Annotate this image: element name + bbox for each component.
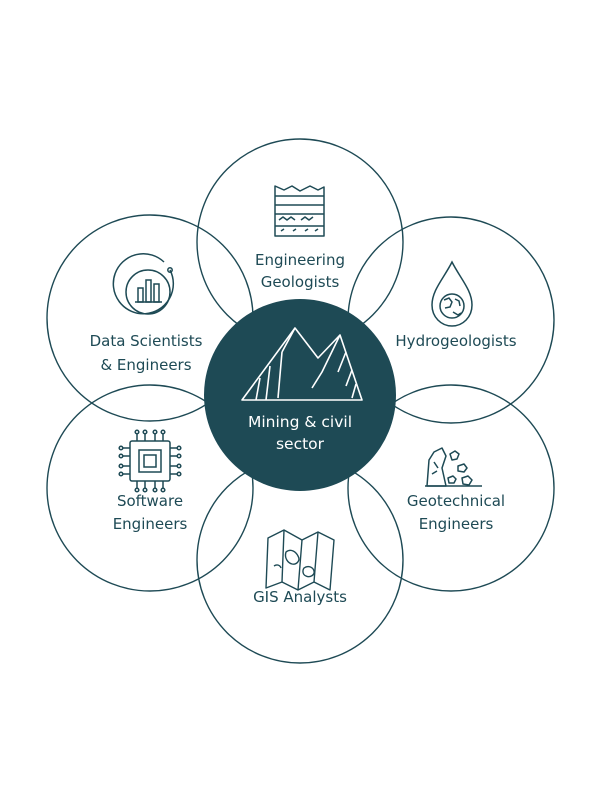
role-label-software-engineers-1: Software: [117, 492, 183, 510]
role-label-data-scientists-engineers-1: Data Scientists: [90, 332, 203, 350]
bar-chart-icon: [112, 253, 175, 315]
role-label-engineering-geologists-2: Geologists: [261, 273, 340, 291]
mountain-icon: [241, 327, 363, 401]
circle-geotechnical-engineers: [347, 384, 555, 592]
center-label-line1: Mining & civil: [248, 413, 352, 431]
rockfall-icon: [425, 447, 482, 487]
role-label-data-scientists-engineers-2: & Engineers: [100, 356, 191, 374]
role-label-engineering-geologists-1: Engineering: [255, 251, 345, 269]
center-circle: [204, 299, 396, 491]
circle-software-engineers: [46, 384, 254, 592]
map-icon: [265, 529, 335, 591]
role-label-geotechnical-engineers-2: Engineers: [419, 515, 494, 533]
role-label-geotechnical-engineers-1: Geotechnical: [407, 492, 505, 510]
water-drop-globe-icon: [431, 260, 473, 327]
role-label-software-engineers-2: Engineers: [113, 515, 188, 533]
microchip-icon: [118, 429, 182, 493]
center-label-line2: sector: [276, 435, 325, 453]
rock-strata-icon: [274, 185, 325, 237]
role-label-gis-analysts: GIS Analysts: [253, 588, 347, 606]
role-label-hydrogeologists: Hydrogeologists: [395, 332, 516, 350]
